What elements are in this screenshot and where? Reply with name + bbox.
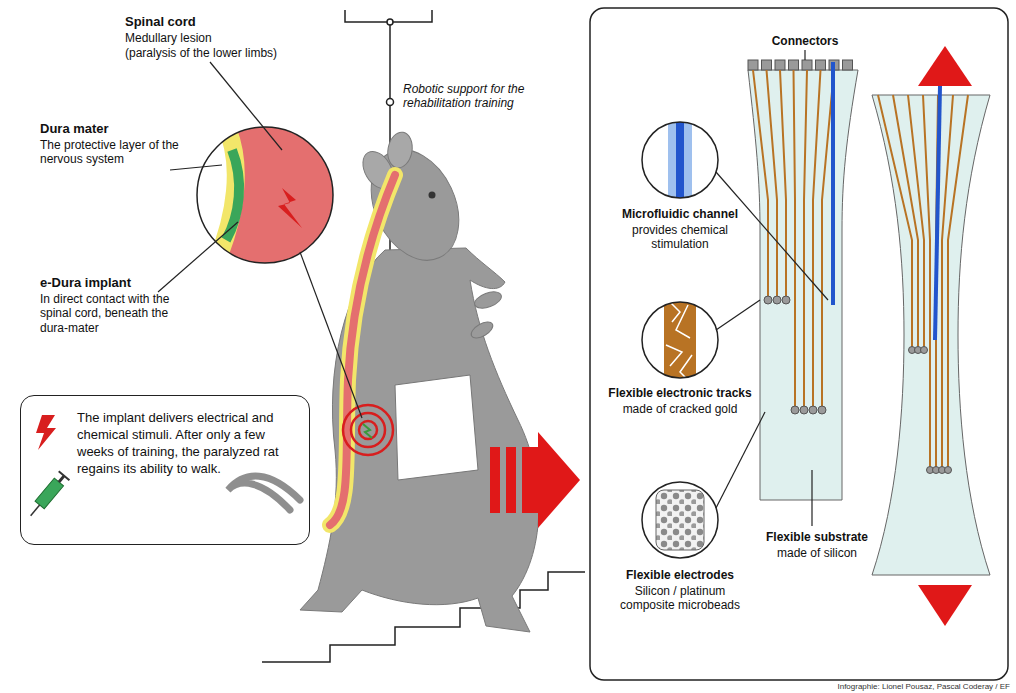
electrode — [945, 467, 952, 474]
electrode — [773, 296, 781, 304]
electronic-tracks — [748, 60, 968, 474]
note-text: The implant delivers electrical and chem… — [77, 410, 299, 478]
microfluidic-channel — [935, 86, 940, 340]
stretch-arrow — [918, 585, 972, 626]
track — [813, 70, 821, 410]
track — [908, 95, 924, 350]
electrode — [921, 347, 928, 354]
connector-pad — [843, 60, 853, 70]
connector-pad — [816, 60, 826, 70]
track — [893, 95, 918, 350]
description: In direct contact with the spinal cord, … — [40, 292, 180, 335]
track — [804, 70, 807, 410]
track — [923, 95, 930, 470]
electrode — [782, 296, 790, 304]
connector-pad — [802, 60, 812, 70]
track — [878, 95, 912, 350]
part-name: Connectors — [760, 34, 850, 48]
leader-line — [716, 50, 828, 526]
track — [794, 70, 796, 410]
big-arrow — [490, 432, 580, 528]
part-name: Flexible electronic tracks — [598, 386, 762, 400]
panel — [590, 8, 1008, 680]
part-name: Flexible substrate — [752, 530, 882, 544]
connector-pad — [789, 60, 799, 70]
track — [948, 95, 968, 470]
stretched-strip — [872, 95, 990, 575]
magnifier — [197, 118, 340, 272]
track — [753, 70, 768, 300]
implant-strip — [748, 70, 858, 500]
electrode — [809, 406, 817, 414]
description: The protective layer of the nervous syst… — [40, 138, 210, 167]
connector-pad — [762, 60, 772, 70]
electrode — [791, 406, 799, 414]
description: Silicon / platinum composite microbeads — [615, 584, 745, 613]
stretch-arrow — [918, 46, 972, 86]
description: made of cracked gold — [598, 402, 762, 416]
heading: Spinal cord — [125, 14, 196, 30]
leader-line — [158, 62, 362, 418]
description: made of silicon — [752, 546, 882, 560]
electrode — [800, 406, 808, 414]
electrode — [764, 296, 772, 304]
note: Robotic support for the rehabilitation t… — [403, 82, 563, 111]
note-box: The implant delivers electrical and chem… — [20, 395, 310, 545]
detail-circle — [642, 110, 718, 558]
part-name: Flexible electrodes — [605, 568, 755, 582]
legend-icons — [25, 415, 69, 520]
microfluidic-channel — [831, 62, 835, 305]
heading: Dura mater — [40, 121, 109, 137]
track — [767, 70, 778, 300]
description: provides chemical stimulation — [620, 223, 740, 252]
connector-pad — [748, 60, 758, 70]
track — [780, 70, 786, 300]
description: Medullary lesion — [125, 31, 212, 45]
connector-pad — [775, 60, 785, 70]
credit: Infographie: Lionel Pousaz, Pascal Coder… — [712, 682, 1010, 692]
part-name: Microfluidic channel — [605, 207, 755, 221]
heading: e-Dura implant — [40, 275, 131, 291]
electrode — [818, 406, 826, 414]
description: (paralysis of the lower limbs) — [125, 46, 277, 60]
